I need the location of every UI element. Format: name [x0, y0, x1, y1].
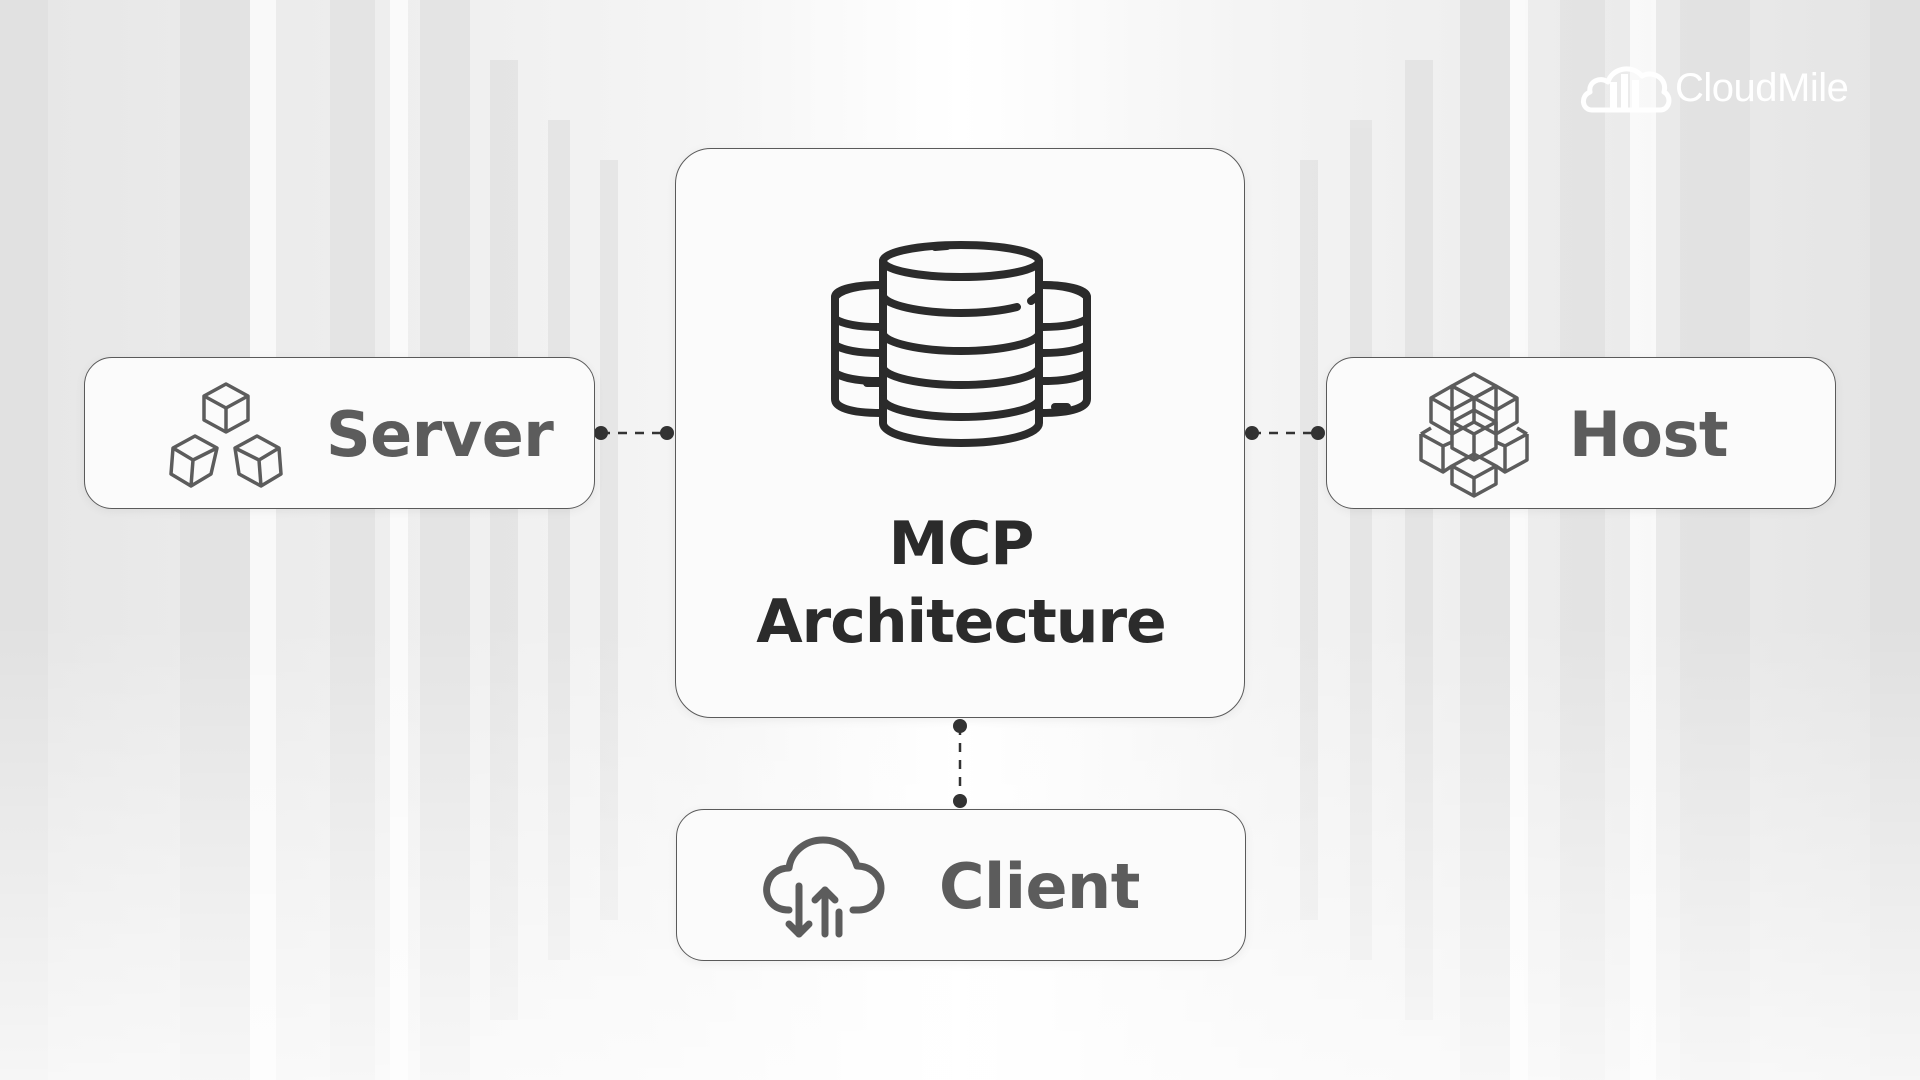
brand-logo: CloudMile	[1578, 52, 1878, 122]
mcp-architecture-card: MCP Architecture	[675, 148, 1245, 718]
cloud-building-logo-icon	[1581, 66, 1672, 113]
host-card: Host	[1326, 357, 1836, 509]
server-label: Server	[326, 398, 554, 471]
brand-name: CloudMile	[1675, 66, 1849, 110]
cloud-sync-icon	[763, 836, 885, 938]
host-label: Host	[1569, 398, 1729, 471]
three-cubes-icon	[169, 382, 283, 488]
center-title-line-2: Architecture	[756, 587, 1167, 657]
cube-cluster-icon	[1419, 372, 1529, 498]
client-card: Client	[676, 809, 1246, 961]
server-card: Server	[84, 357, 595, 509]
center-title-line-1: MCP	[888, 509, 1035, 579]
client-label: Client	[939, 850, 1140, 923]
database-cluster-icon	[831, 241, 1091, 447]
